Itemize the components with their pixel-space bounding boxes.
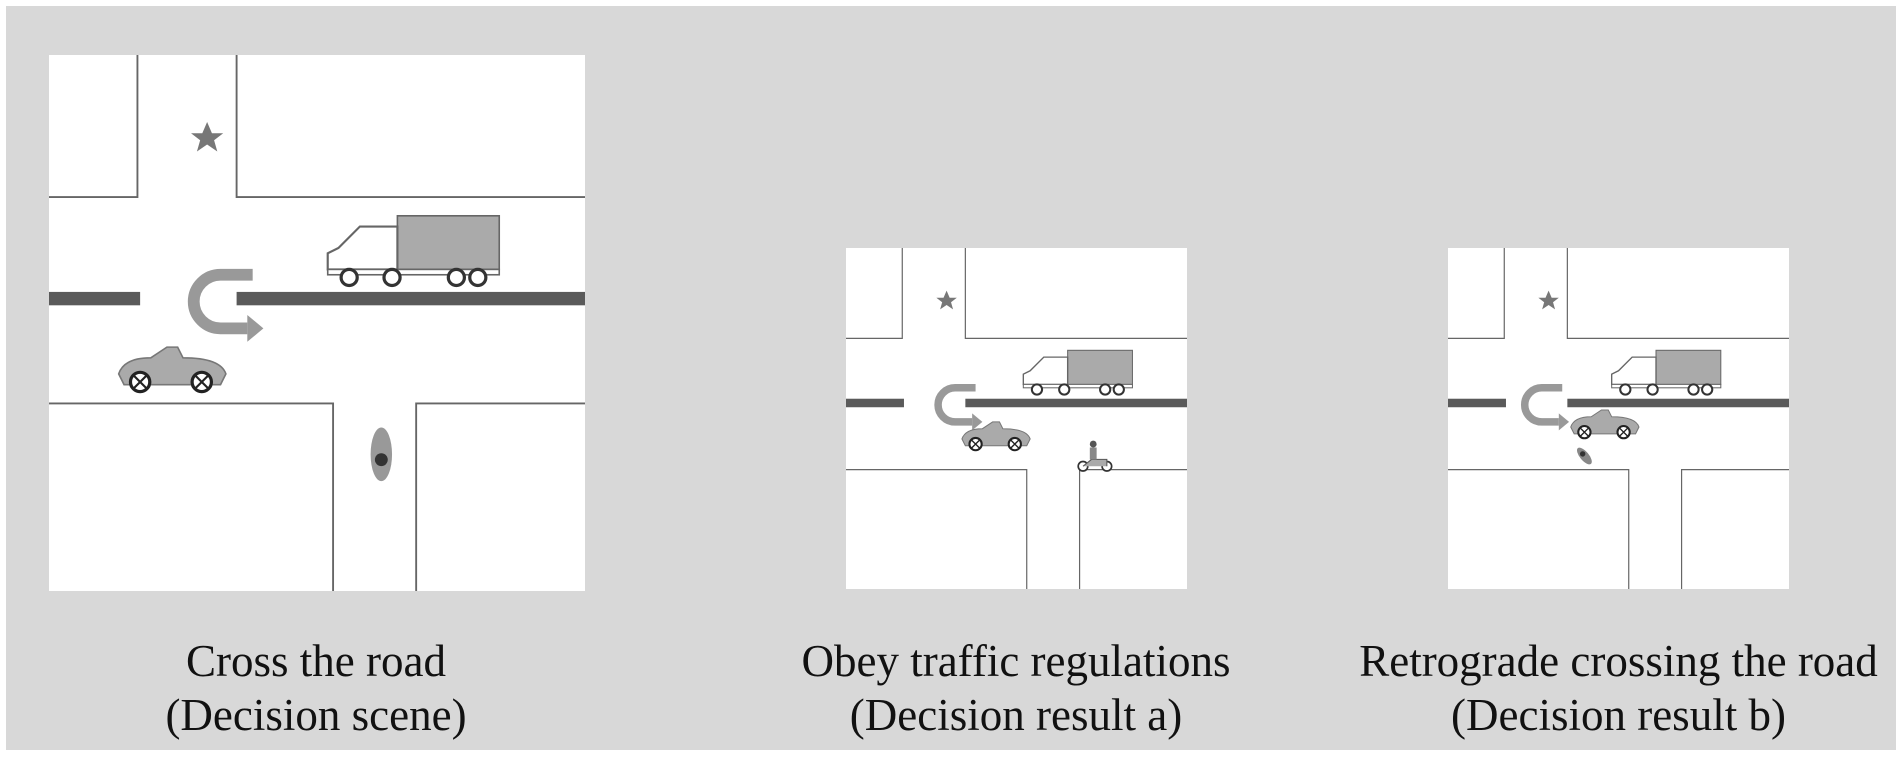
decision-scene-panel <box>49 55 585 591</box>
decision-result-a-map <box>846 248 1187 589</box>
caption-title: Retrograde crossing the road <box>1359 636 1878 686</box>
caption-decision-scene: Cross the road (Decision scene) <box>96 634 536 742</box>
motorcycle-icon <box>1576 447 1592 465</box>
caption-title: Cross the road <box>186 636 446 686</box>
caption-subtitle: (Decision result a) <box>849 690 1183 740</box>
decision-scene-map <box>49 55 585 591</box>
caption-title: Obey traffic regulations <box>801 636 1231 686</box>
motorcycle-icon <box>370 427 393 482</box>
caption-decision-result-a: Obey traffic regulations (Decision resul… <box>746 634 1286 742</box>
caption-subtitle: (Decision scene) <box>165 690 467 740</box>
figure-background: Cross the road (Decision scene) <box>6 6 1896 750</box>
decision-result-a-panel <box>846 248 1187 589</box>
decision-result-b-map <box>1448 248 1789 589</box>
caption-subtitle: (Decision result b) <box>1451 690 1786 740</box>
decision-result-b-panel <box>1448 248 1789 589</box>
caption-decision-result-b: Retrograde crossing the road (Decision r… <box>1336 634 1901 742</box>
